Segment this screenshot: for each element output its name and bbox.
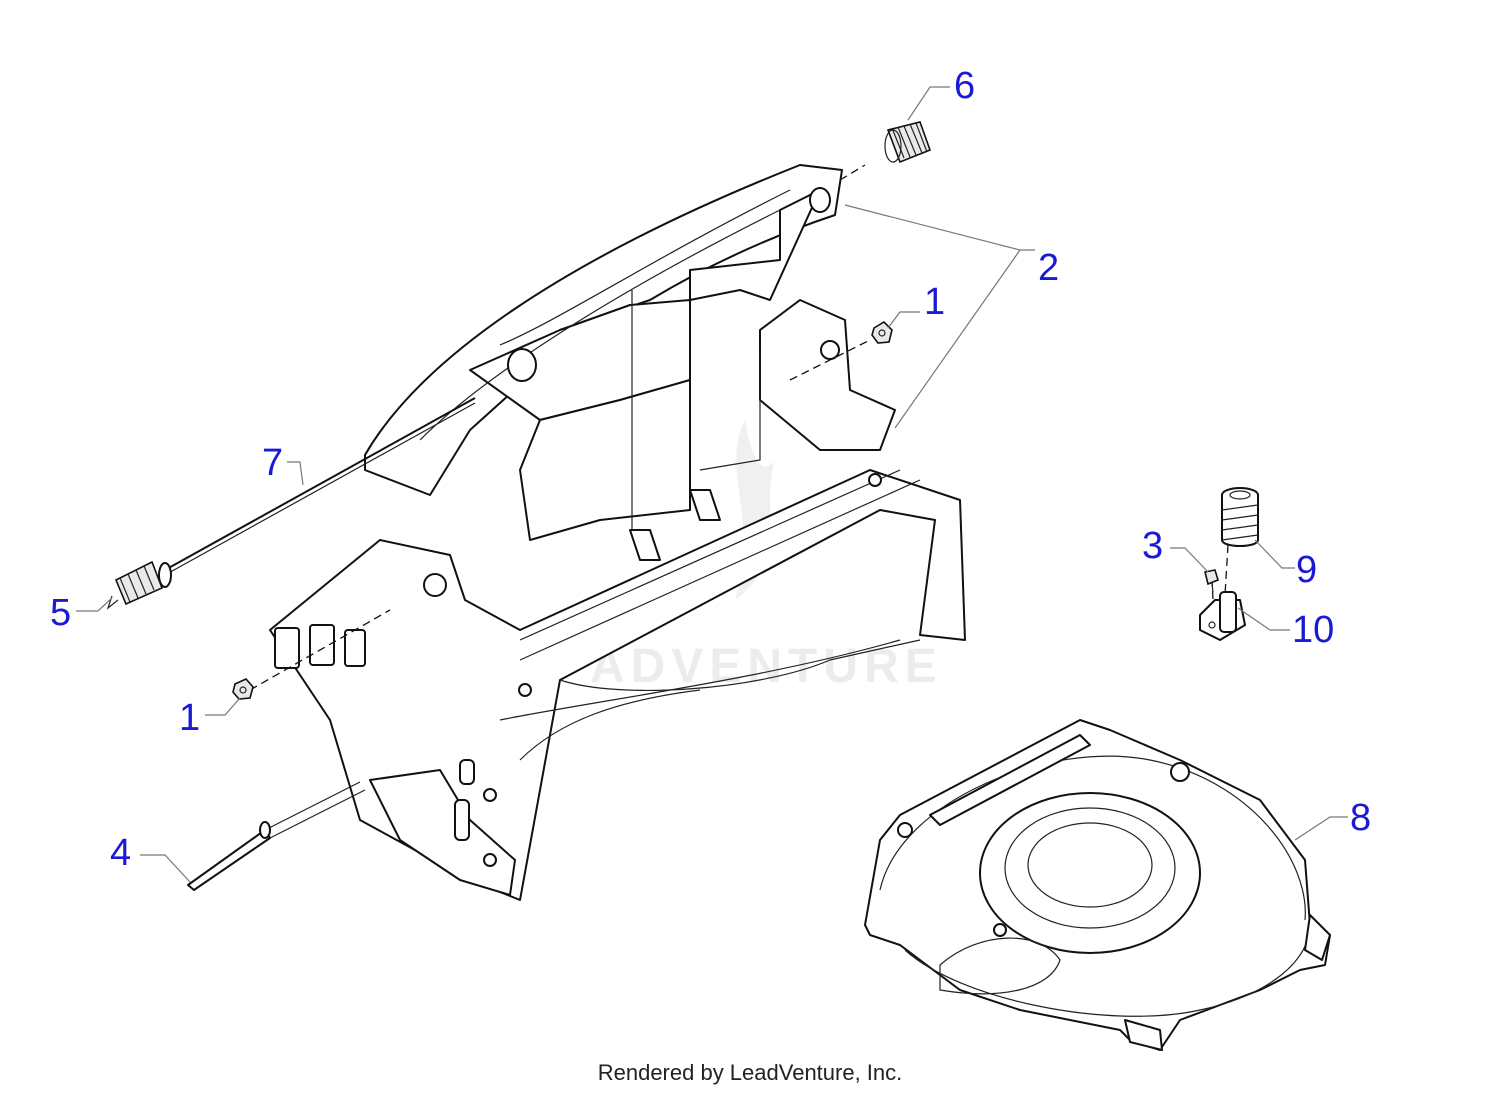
callout-4: 4 xyxy=(110,832,131,874)
callout-8: 8 xyxy=(1350,797,1371,839)
deck-frame xyxy=(269,299,966,901)
leader-lines xyxy=(76,86,1348,883)
callout-7: 7 xyxy=(262,442,283,484)
footer-credit: Rendered by LeadVenture, Inc. xyxy=(597,1060,903,1085)
torsion-spring-lower xyxy=(106,560,172,610)
watermark-text: ADVENTURE xyxy=(590,640,943,693)
small-screw xyxy=(1204,569,1219,593)
nut-upper xyxy=(871,320,893,344)
cover-shroud xyxy=(864,719,1331,1051)
callout-1-upper: 1 xyxy=(924,281,945,323)
callout-10: 10 xyxy=(1292,609,1334,651)
callout-1-lower: 1 xyxy=(179,697,200,739)
height-adjust-knob xyxy=(1221,487,1259,547)
rear-rod xyxy=(187,781,366,891)
nut-lower xyxy=(232,678,254,700)
torsion-spring-upper xyxy=(884,121,932,164)
hinge-rod xyxy=(164,397,476,576)
callout-5: 5 xyxy=(50,592,71,634)
callout-3: 3 xyxy=(1142,525,1163,567)
callout-labels: 1 1 2 3 4 5 6 7 8 9 10 xyxy=(50,65,1371,874)
callout-6: 6 xyxy=(954,65,975,107)
callout-9: 9 xyxy=(1296,549,1317,591)
rear-shield-hood xyxy=(364,164,843,541)
callout-2: 2 xyxy=(1038,247,1059,289)
knob-base xyxy=(1199,591,1246,641)
